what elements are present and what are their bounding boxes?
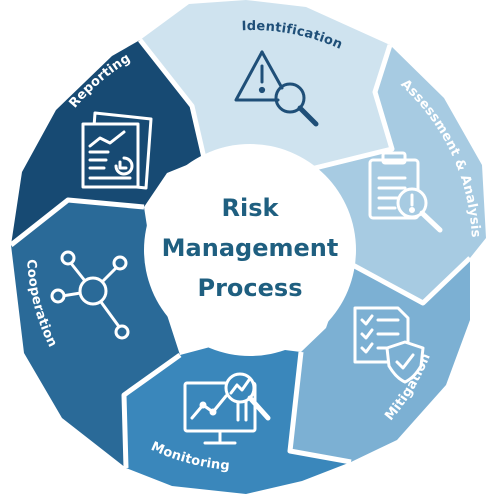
report-document-icon (81, 111, 153, 190)
center-title-line-3: Process (198, 274, 303, 302)
segment-cooperation (11, 200, 180, 468)
network-hub-icon (50, 250, 130, 340)
monitor-chart-icon (183, 372, 271, 445)
center-circle (144, 144, 356, 356)
segment-identification (140, 0, 392, 169)
center-title-line-1: Risk (222, 194, 280, 222)
segment-dividers (9, 38, 472, 469)
center-title-line-2: Management (162, 234, 339, 262)
warning-magnifier-icon (234, 50, 319, 127)
checklist-shield-icon (353, 306, 425, 384)
clipboard-alert-icon (368, 151, 443, 233)
